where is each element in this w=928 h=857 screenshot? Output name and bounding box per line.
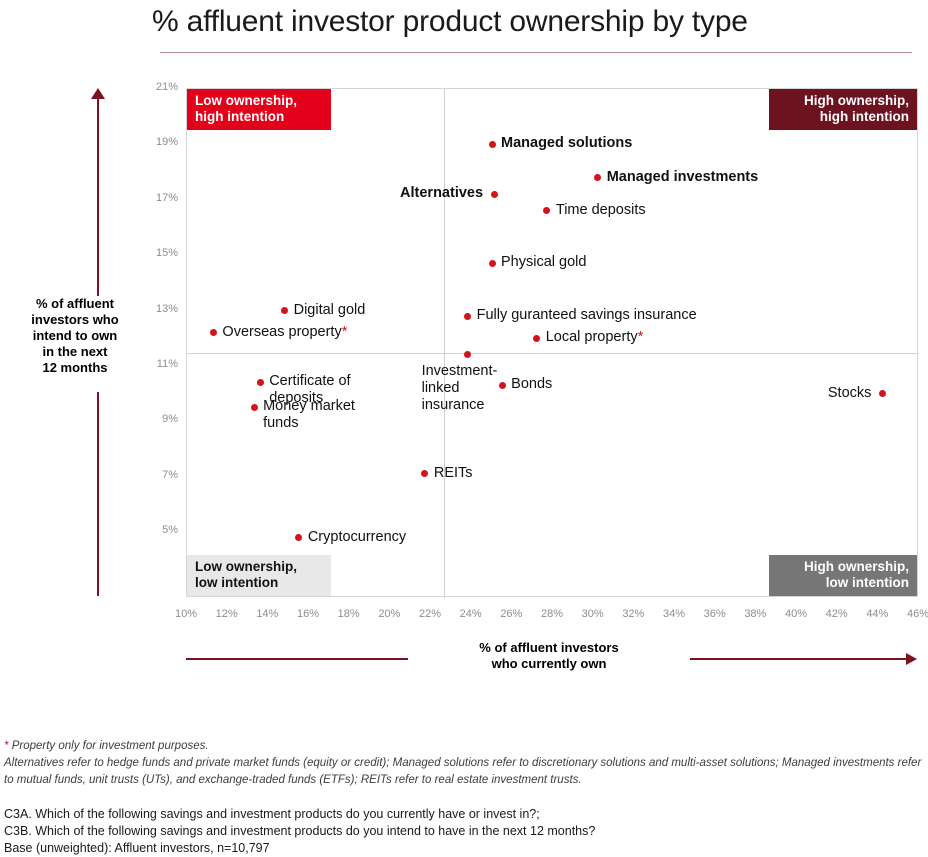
y-axis-tick-17: 17% <box>155 191 178 204</box>
data-point-alternatives[interactable] <box>490 190 498 198</box>
data-label-reits: REITs <box>433 464 473 481</box>
y-axis-tick-5: 5% <box>162 524 178 536</box>
y-axis-tick-7: 7% <box>162 468 178 481</box>
y-axis-arrow-upper-line <box>97 96 99 296</box>
footnote-asterisk-text: Property only for investment purposes. <box>11 740 209 752</box>
footnote-definitions: * Property only for investment purposes.… <box>4 738 924 789</box>
x-axis-tick-10: 10% <box>174 608 198 620</box>
y-axis-tick-21: 21% <box>155 81 178 93</box>
data-label-cryptocurrency: Cryptocurrency <box>307 528 407 545</box>
x-axis-tick-32: 32% <box>622 608 645 620</box>
data-point-managed-investments[interactable] <box>594 174 602 182</box>
quadrant-label-low-ownership-high-intention: Low ownership, high intention <box>187 89 331 130</box>
x-axis-arrow-left-line <box>186 658 408 660</box>
footnote-asterisk-line: * Property only for investment purposes. <box>4 738 924 755</box>
data-label-physical-gold: Physical gold <box>501 254 587 271</box>
data-label-money-market-funds: Money market funds <box>263 398 355 432</box>
data-label-time-deposits: Time deposits <box>555 201 646 218</box>
quadrant-label-low-ownership-low-intention: Low ownership, low intention <box>187 555 331 596</box>
data-label-managed-solutions: Managed solutions <box>501 135 633 152</box>
data-label-certificate-of-deposits: Certificate of deposits <box>269 373 351 407</box>
y-axis-arrow-lower-line <box>97 392 99 596</box>
x-axis-tick-18: 18% <box>337 608 360 620</box>
data-point-money-market-funds[interactable] <box>250 403 258 411</box>
data-point-overseas-property[interactable] <box>209 329 217 337</box>
asterisk-marker: * <box>4 740 9 752</box>
x-axis-tick-14: 14% <box>256 608 279 620</box>
page-spacer <box>0 690 928 700</box>
y-axis-tick-13: 13% <box>155 302 178 315</box>
asterisk-marker: * <box>637 329 644 346</box>
quadrant-label-high-ownership-high-intention: High ownership, high intention <box>769 89 917 130</box>
data-point-reits[interactable] <box>421 470 429 478</box>
x-axis-tick-12: 12% <box>215 608 238 620</box>
scatter-plot-area: Low ownership, high intention High owner… <box>186 88 919 598</box>
x-axis-tick-42: 42% <box>825 608 848 620</box>
data-point-stocks[interactable] <box>878 390 886 398</box>
x-axis-tick-40: 40% <box>784 608 808 620</box>
data-point-physical-gold[interactable] <box>488 259 496 267</box>
x-axis-tick-44: 44% <box>866 608 889 620</box>
x-axis-arrow-head <box>906 653 917 665</box>
data-label-managed-investments: Managed investments <box>606 168 759 185</box>
data-label-bonds: Bonds <box>511 376 553 393</box>
quadrant-label-high-ownership-low-intention: High ownership, low intention <box>769 555 917 596</box>
x-axis-tick-20: 20% <box>378 608 401 620</box>
data-point-time-deposits[interactable] <box>543 207 551 215</box>
x-axis-tick-36: 36% <box>703 608 726 620</box>
data-point-cryptocurrency[interactable] <box>295 534 303 542</box>
data-point-local-property[interactable] <box>533 334 541 342</box>
x-axis-tick-22: 22% <box>418 608 442 620</box>
data-label-alternatives: Alternatives <box>400 185 484 202</box>
y-axis-tick-11: 11% <box>156 357 178 370</box>
data-label-stocks: Stocks <box>827 384 872 401</box>
data-point-managed-solutions[interactable] <box>488 140 496 148</box>
quadrant-vertical-divider <box>444 89 445 598</box>
x-axis-title: % of affluent investors who currently ow… <box>479 640 619 671</box>
x-axis-tick-24: 24% <box>459 608 482 620</box>
x-axis-tick-16: 16% <box>296 608 320 620</box>
y-axis-arrow-head <box>91 88 105 99</box>
x-axis-tick-30: 30% <box>581 608 604 620</box>
footnote-definitions-text: Alternatives refer to hedge funds and pr… <box>4 757 922 786</box>
data-label-digital-gold: Digital gold <box>293 301 366 318</box>
y-axis-tick-15: 15% <box>155 247 178 260</box>
x-axis-tick-28: 28% <box>540 608 564 620</box>
data-point-fully-guranteed-savings-insurance[interactable] <box>464 312 472 320</box>
x-axis-arrow-right-line <box>690 658 908 660</box>
data-point-investment-linked-insurance[interactable] <box>464 351 472 359</box>
data-point-digital-gold[interactable] <box>281 307 289 314</box>
x-axis-tick-26: 26% <box>500 608 523 620</box>
data-point-certificate-of-deposits[interactable] <box>256 378 264 386</box>
y-axis-tick-9: 9% <box>162 413 178 426</box>
asterisk-marker: * <box>341 323 348 340</box>
title-divider-rule <box>160 52 912 53</box>
x-axis-tick-34: 34% <box>662 608 686 620</box>
data-label-fully-guranteed-savings-insurance: Fully guranteed savings insurance <box>476 307 697 324</box>
y-axis-title: % of affluent investors who intend to ow… <box>31 296 119 375</box>
footnote-source: C3A. Which of the following savings and … <box>4 807 596 855</box>
data-label-local-property: Local property* <box>545 329 644 346</box>
data-label-investment-linked-insurance: Investment-linked insurance <box>421 362 498 413</box>
data-label-overseas-property: Overseas property* <box>222 323 348 340</box>
data-point-bonds[interactable] <box>498 381 506 389</box>
x-axis-tick-38: 38% <box>744 608 767 620</box>
x-axis-tick-46: 46% <box>906 608 928 620</box>
page-title: % affluent investor product ownership by… <box>152 5 748 38</box>
y-axis-tick-19: 19% <box>155 136 178 149</box>
quadrant-horizontal-divider <box>187 353 919 354</box>
